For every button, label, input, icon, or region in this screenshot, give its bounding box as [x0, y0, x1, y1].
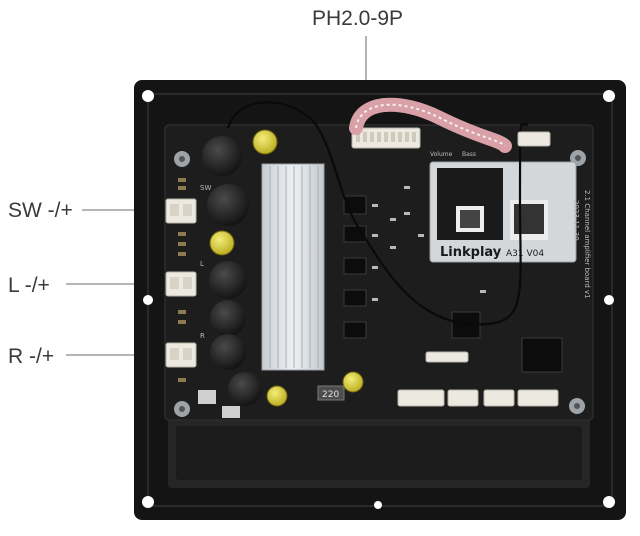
- ph2-connector: [351, 127, 421, 149]
- pcb-screws: [174, 150, 586, 417]
- yellow-caps: [209, 129, 364, 407]
- silk-r: R: [200, 332, 205, 340]
- ribbon-cable-stripes: [355, 103, 506, 147]
- silk-l: L: [200, 260, 204, 268]
- module-model: A31 V04: [506, 249, 544, 259]
- terminal-right: [165, 342, 197, 368]
- power-jumper: [198, 390, 240, 418]
- label-ph2-connector: PH2.0-9P: [312, 7, 404, 30]
- cap-220-label: 220: [322, 390, 339, 400]
- plate-mounting-holes: [142, 90, 615, 509]
- terminal-sw: [165, 198, 197, 224]
- silk-volume: Volume: [430, 151, 453, 158]
- silk-date: 2023-11-30: [572, 200, 580, 241]
- ic-chips-center: [343, 195, 563, 373]
- label-right-output: R -/+: [8, 345, 55, 368]
- smd-components-center: [372, 186, 486, 301]
- silk-sw: SW: [200, 184, 211, 192]
- smd-components-left: [178, 178, 186, 382]
- module-brand: Linkplay: [440, 245, 502, 260]
- cap-220: [317, 385, 345, 401]
- label-left-output: L -/+: [8, 274, 50, 297]
- silk-bass: Bass: [462, 151, 476, 158]
- antenna-wire: [226, 101, 529, 326]
- plate-lower-panel-shade: [176, 426, 582, 480]
- small-connector-top-right: [517, 131, 551, 147]
- heatsink: [261, 163, 325, 371]
- inductor-caps: [202, 136, 262, 406]
- silk-title: 2.1 Channel amplifier board v1: [583, 190, 591, 299]
- bottom-connectors: [397, 351, 559, 407]
- label-sw-output: SW -/+: [8, 199, 73, 222]
- terminal-left: [165, 271, 197, 297]
